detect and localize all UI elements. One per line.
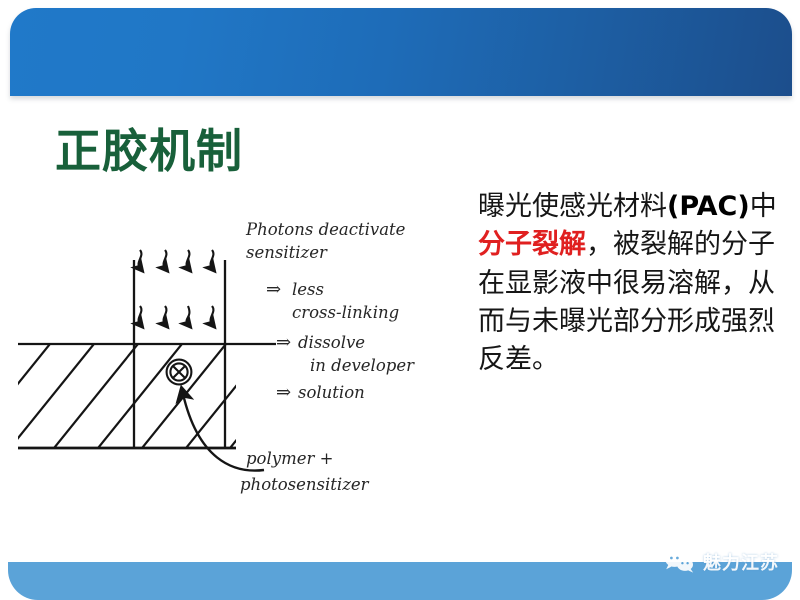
- label-dissolve-line2: in developer: [310, 356, 415, 375]
- page-title: 正胶机制: [55, 124, 243, 178]
- body-seg-2: 中: [749, 191, 777, 222]
- label-polymer-line2: photosensitizer: [240, 475, 370, 494]
- polymer-callout-arrow: [175, 384, 265, 472]
- photon-arrows-row-2: [130, 305, 217, 330]
- label-solution-line1: solution: [298, 383, 365, 402]
- label-polymer-line1: polymer +: [246, 449, 333, 468]
- body-seg-0: 曝光使感光材料: [478, 191, 667, 222]
- label-photons-line1: Photons deactivate: [245, 220, 406, 239]
- body-seg-4: ，被裂解的分子在显影液中很易溶解，从而与未曝光部分形成强烈反差。: [478, 229, 775, 376]
- body-seg-pac: (PAC): [667, 191, 750, 222]
- label-less-arrow: ⇒: [266, 279, 281, 300]
- photon-arrows-row-1: [130, 249, 217, 274]
- footer-band: [8, 562, 792, 600]
- wechat-bubble-icon: [662, 550, 696, 574]
- watermark-label: 魅力江苏: [703, 553, 779, 574]
- diagram-geometry: [18, 249, 276, 472]
- label-solution-arrow: ⇒: [276, 382, 291, 403]
- label-less-line1: less: [292, 280, 324, 299]
- body-paragraph: 曝光使感光材料(PAC)中分子裂解，被裂解的分子在显影液中很易溶解，从而与未曝光…: [478, 188, 788, 380]
- label-dissolve-arrow: ⇒: [276, 332, 291, 353]
- resist-hatching: [18, 344, 236, 448]
- watermark: 魅力江苏: [662, 548, 779, 576]
- label-dissolve-line1: dissolve: [298, 333, 365, 352]
- photoresist-mechanism-diagram: Photons deactivate sensitizer ⇒ less cro…: [18, 208, 448, 508]
- header-band: [10, 8, 792, 96]
- diagram-labels: Photons deactivate sensitizer ⇒ less cro…: [240, 220, 415, 494]
- pac-molecule-symbol: [165, 358, 193, 386]
- body-seg-highlight: 分子裂解: [478, 229, 586, 261]
- label-photons-line2: sensitizer: [246, 243, 328, 262]
- label-less-line2: cross-linking: [292, 303, 399, 322]
